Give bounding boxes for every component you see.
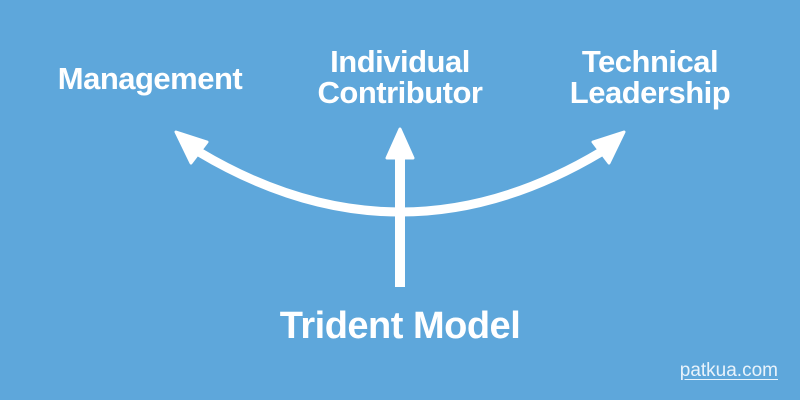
diagram-title: Trident Model — [279, 305, 521, 347]
up-arrow-icon — [385, 127, 415, 287]
label-individual-contributor-line1: Individual — [330, 44, 470, 79]
label-technical-leadership-line1: Technical — [581, 44, 719, 79]
label-management: Management — [30, 63, 270, 94]
label-technical-leadership: Technical Leadership — [530, 46, 770, 108]
label-technical-leadership-line2: Leadership — [569, 75, 731, 110]
label-management-line1: Management — [57, 61, 243, 96]
label-individual-contributor-line2: Contributor — [317, 75, 483, 110]
label-individual-contributor: Individual Contributor — [280, 46, 520, 108]
patkua-link[interactable]: patkua.com — [679, 360, 778, 381]
